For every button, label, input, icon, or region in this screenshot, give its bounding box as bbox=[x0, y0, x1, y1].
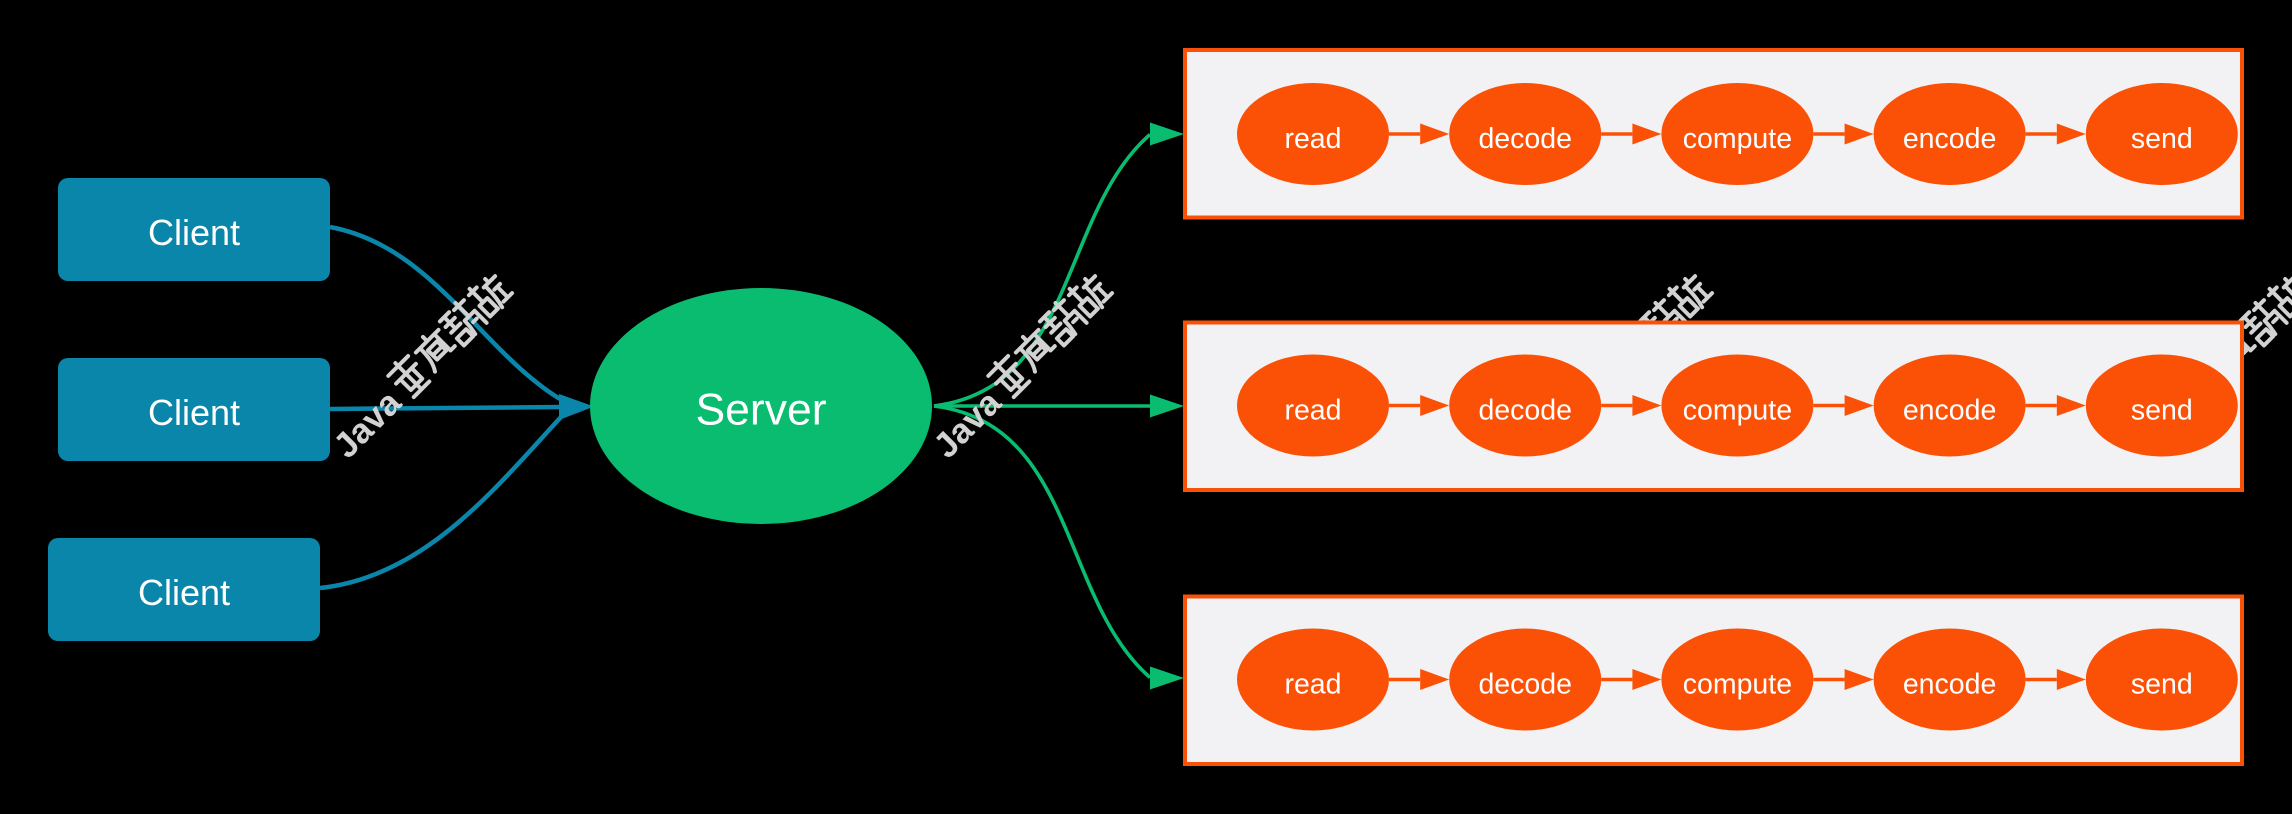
svg-text:decode: decode bbox=[1478, 395, 1572, 427]
svg-text:encode: encode bbox=[1903, 123, 1997, 155]
svg-text:compute: compute bbox=[1683, 395, 1792, 427]
svg-text:Client: Client bbox=[148, 392, 240, 433]
svg-text:encode: encode bbox=[1903, 395, 1997, 427]
svg-text:read: read bbox=[1284, 669, 1341, 701]
svg-text:decode: decode bbox=[1478, 669, 1572, 701]
svg-text:read: read bbox=[1284, 123, 1341, 155]
svg-text:read: read bbox=[1284, 395, 1341, 427]
svg-text:decode: decode bbox=[1478, 123, 1572, 155]
svg-text:send: send bbox=[2131, 669, 2193, 701]
svg-text:compute: compute bbox=[1683, 669, 1792, 701]
svg-text:Client: Client bbox=[138, 572, 230, 613]
svg-text:Server: Server bbox=[695, 386, 826, 435]
svg-text:send: send bbox=[2131, 123, 2193, 155]
svg-text:Client: Client bbox=[148, 212, 240, 253]
svg-text:compute: compute bbox=[1683, 123, 1792, 155]
svg-text:encode: encode bbox=[1903, 669, 1997, 701]
svg-text:send: send bbox=[2131, 395, 2193, 427]
